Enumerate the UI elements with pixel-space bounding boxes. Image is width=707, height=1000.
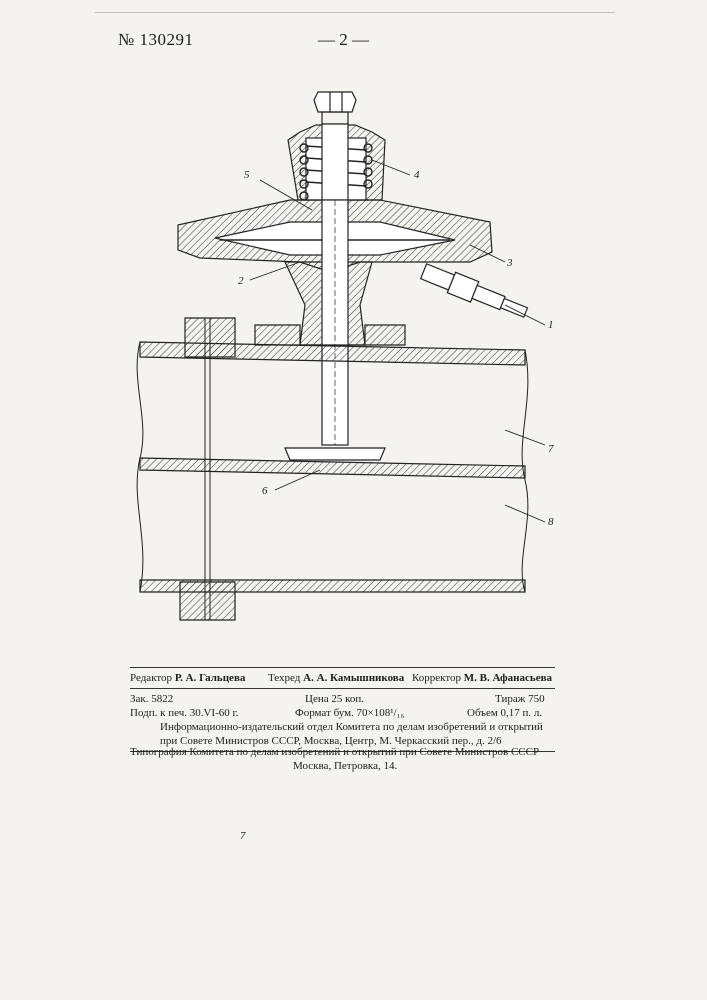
techred-name: А. А. Камышникова: [303, 672, 404, 684]
valve-plate: [285, 448, 385, 460]
corrector-credit: Корректор М. В. Афанасьева: [412, 672, 552, 684]
callout-4: 4: [414, 169, 420, 181]
callout-3: 3: [506, 257, 513, 269]
pipe-fitting: [420, 261, 530, 323]
editor-label: Редактор: [130, 672, 172, 684]
callout-7: 7: [548, 443, 554, 455]
callout-1: 1: [548, 319, 554, 331]
imprint-rule-mid: [130, 688, 555, 689]
pipe-lower-wall: [140, 580, 525, 592]
techred-label: Техред: [268, 672, 300, 684]
typography-line-1: Типография Комитета по делам изобретений…: [130, 746, 539, 758]
editor-name: Р. А. Гальцева: [175, 672, 246, 684]
dept-line-1: Информационно-издательский отдел Комитет…: [160, 721, 543, 733]
nut: [314, 92, 356, 112]
callout-5: 5: [244, 169, 250, 181]
valve-assembly: [137, 92, 545, 620]
techred-credit: Техред А. А. Камышникова: [268, 672, 404, 684]
paper-format: Формат бум. 70×108¹/₁₆: [295, 707, 404, 719]
corrector-name: М. В. Афанасьева: [464, 672, 552, 684]
print-run: Тираж 750: [495, 693, 545, 705]
stem-upper: [322, 124, 348, 202]
footer-mark: 7: [240, 830, 246, 842]
signed-date: Подп. к печ. 30.VI-60 г.: [130, 707, 239, 719]
imprint-rule-top: [130, 667, 555, 668]
callout-6: 6: [262, 485, 268, 497]
pipe-middle-wall: [140, 458, 525, 478]
volume: Объем 0,17 п. л.: [467, 707, 542, 719]
callout-8: 8: [548, 516, 554, 528]
corrector-label: Корректор: [412, 672, 461, 684]
price: Цена 25 коп.: [305, 693, 364, 705]
editor-credit: Редактор Р. А. Гальцева: [130, 672, 245, 684]
callout-2: 2: [238, 275, 244, 287]
typography-line-2: Москва, Петровка, 14.: [293, 760, 397, 772]
order-number: Зак. 5822: [130, 693, 173, 705]
